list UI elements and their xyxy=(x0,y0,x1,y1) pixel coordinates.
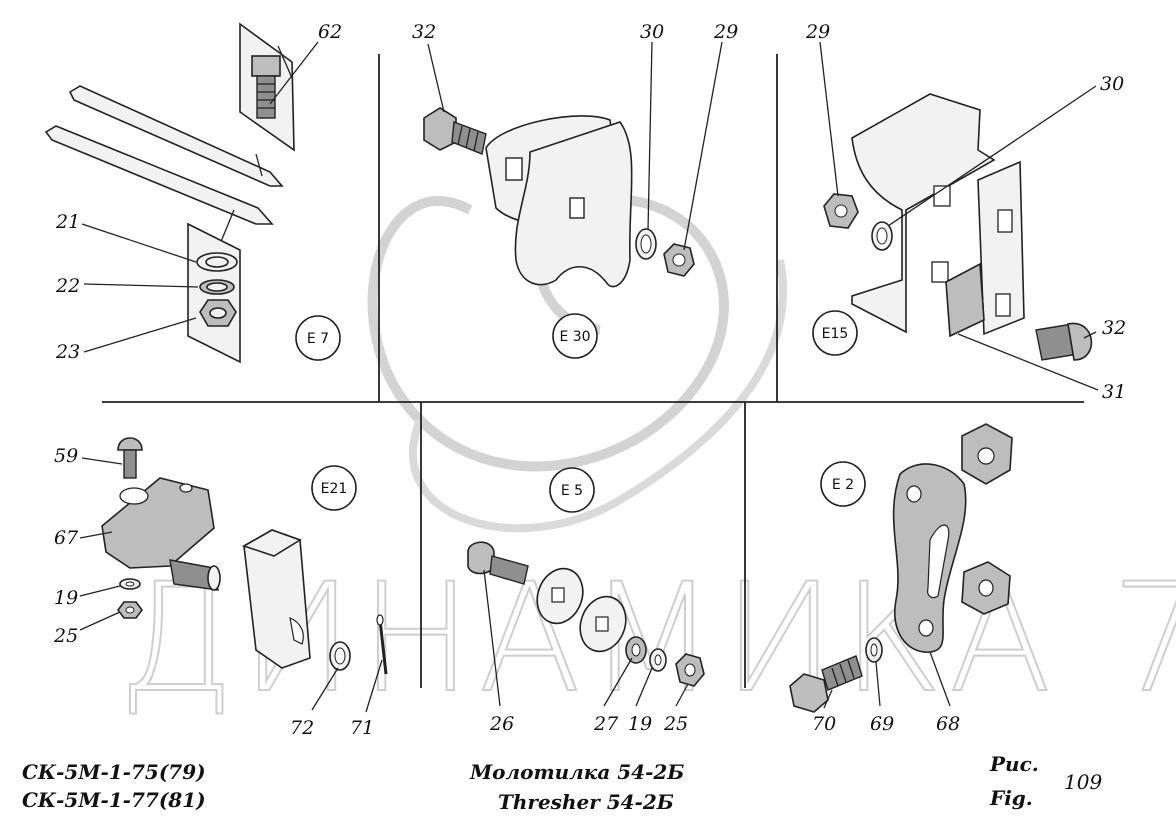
shim-31 xyxy=(945,262,985,338)
section-e15: 29 30 32 31 E15 xyxy=(805,21,1126,403)
section-e30: 32 30 29 E 30 xyxy=(412,21,738,359)
callout-26: 26 xyxy=(489,713,514,735)
callout-70: 70 xyxy=(812,713,836,735)
model-code-line-2: СК-5М-1-77(81) xyxy=(22,788,206,812)
section-label-e30: E 30 xyxy=(559,329,590,345)
bolt-32-e15 xyxy=(1035,322,1093,361)
callout-67: 67 xyxy=(54,527,79,549)
callout-19-e5: 19 xyxy=(628,713,652,735)
section-badge-e7 xyxy=(295,315,341,361)
callout-22: 22 xyxy=(55,275,80,297)
callout-21: 21 xyxy=(55,211,80,233)
callout-30-e15: 30 xyxy=(1100,73,1124,95)
section-e5: 26 27 19 25 E 5 xyxy=(467,467,705,735)
callout-68: 68 xyxy=(936,713,960,735)
section-badge-e30 xyxy=(552,313,598,359)
section-label-e7: E 7 xyxy=(307,331,329,347)
callout-25-e21: 25 xyxy=(53,625,78,647)
figure-label-en: Fig. xyxy=(990,786,1033,810)
section-e21: 59 67 19 25 72 71 E21 xyxy=(53,437,388,739)
section-badge-e2 xyxy=(820,461,866,507)
bolt-32-e30 xyxy=(423,107,487,155)
callout-59: 59 xyxy=(54,445,78,467)
rasp-bar-upper xyxy=(68,85,284,187)
callout-25-e5: 25 xyxy=(663,713,688,735)
callout-71: 71 xyxy=(350,717,374,739)
figure-number: 109 xyxy=(1064,770,1103,794)
figure-label-ru: Рис. xyxy=(990,752,1039,776)
bolt-62 xyxy=(251,55,281,119)
callout-30-e30: 30 xyxy=(640,21,664,43)
callout-69: 69 xyxy=(870,713,894,735)
section-badge-e21 xyxy=(311,465,357,511)
callout-29-e30: 29 xyxy=(713,21,738,43)
section-badge-e5 xyxy=(549,467,595,513)
lever-shaft xyxy=(169,559,219,591)
callout-27: 27 xyxy=(593,713,619,735)
model-code-line-1: СК-5М-1-75(79) xyxy=(22,760,206,784)
section-label-e2: E 2 xyxy=(832,477,854,493)
callout-29-e15: 29 xyxy=(805,21,830,43)
bolt-70 xyxy=(789,655,863,713)
channel-bracket xyxy=(851,93,996,334)
callout-32-e30: 32 xyxy=(412,21,436,43)
callout-23: 23 xyxy=(55,341,80,363)
callout-72: 72 xyxy=(290,717,314,739)
section-label-e15: E15 xyxy=(822,326,849,342)
cotter-pin-71 xyxy=(378,619,388,675)
lever-67 xyxy=(101,477,215,569)
section-e7: 62 21 22 23 E 7 xyxy=(44,21,342,364)
section-dividers xyxy=(102,54,1084,688)
callout-62: 62 xyxy=(318,21,342,43)
bolt-59 xyxy=(117,437,143,479)
rasp-bar-lower xyxy=(44,125,274,225)
figure-title-ru: Молотилка 54-2Б xyxy=(470,760,685,784)
bolt-26 xyxy=(467,541,529,585)
section-e2: 70 69 68 E 2 xyxy=(789,423,1013,735)
figure-title-en: Thresher 54-2Б xyxy=(498,790,674,814)
callout-31-e15: 31 xyxy=(1102,381,1126,403)
callout-32-e15: 32 xyxy=(1102,317,1126,339)
section-label-e21: E21 xyxy=(321,481,348,497)
section-label-e5: E 5 xyxy=(561,483,583,499)
callout-19-e21: 19 xyxy=(54,587,78,609)
section-badge-e15 xyxy=(812,310,858,356)
